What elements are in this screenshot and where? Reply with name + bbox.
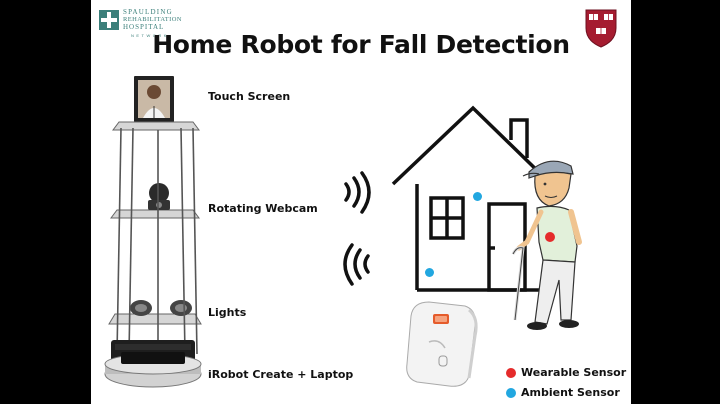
webcam-icon bbox=[148, 183, 170, 210]
ambient-sensor-dot-roof bbox=[473, 192, 482, 201]
elderly-man-illustration bbox=[511, 160, 582, 330]
slide-title: Home Robot for Fall Detection bbox=[152, 30, 570, 59]
wearable-sensor-dot bbox=[545, 232, 555, 242]
slide: SPAULDING REHABILITATION HOSPITAL NETWOR… bbox=[91, 0, 631, 404]
wearable-device-icon bbox=[406, 301, 478, 387]
legend-wearable-label: Wearable Sensor bbox=[521, 366, 627, 379]
signal-out-icon bbox=[344, 171, 371, 214]
legend-wearable-dot bbox=[506, 368, 516, 378]
legend-ambient-dot bbox=[506, 388, 516, 398]
logo-line-4: NETWORK bbox=[131, 33, 169, 38]
touch-screen-icon bbox=[134, 76, 174, 122]
legend-ambient-label: Ambient Sensor bbox=[521, 386, 620, 399]
lights-icon bbox=[130, 300, 192, 316]
label-touch-screen: Touch Screen bbox=[208, 90, 291, 103]
irobot-base-icon bbox=[104, 340, 202, 388]
ambient-sensor-dot-wall bbox=[425, 268, 434, 277]
spaulding-logo: SPAULDING REHABILITATION HOSPITAL NETWOR… bbox=[99, 8, 209, 42]
signal-in-icon bbox=[343, 243, 370, 286]
robot-illustration bbox=[104, 76, 202, 388]
cross-logo-icon bbox=[99, 10, 119, 30]
logo-line-3: HOSPITAL bbox=[123, 23, 165, 31]
label-lights: Lights bbox=[208, 306, 247, 319]
logo-line-1: SPAULDING bbox=[123, 8, 173, 16]
logo-line-2: REHABILITATION bbox=[123, 16, 182, 23]
label-rotating-webcam: Rotating Webcam bbox=[208, 202, 318, 215]
house-illustration bbox=[391, 105, 551, 292]
harvard-shield-icon bbox=[585, 9, 617, 48]
label-irobot-laptop: iRobot Create + Laptop bbox=[208, 368, 354, 381]
